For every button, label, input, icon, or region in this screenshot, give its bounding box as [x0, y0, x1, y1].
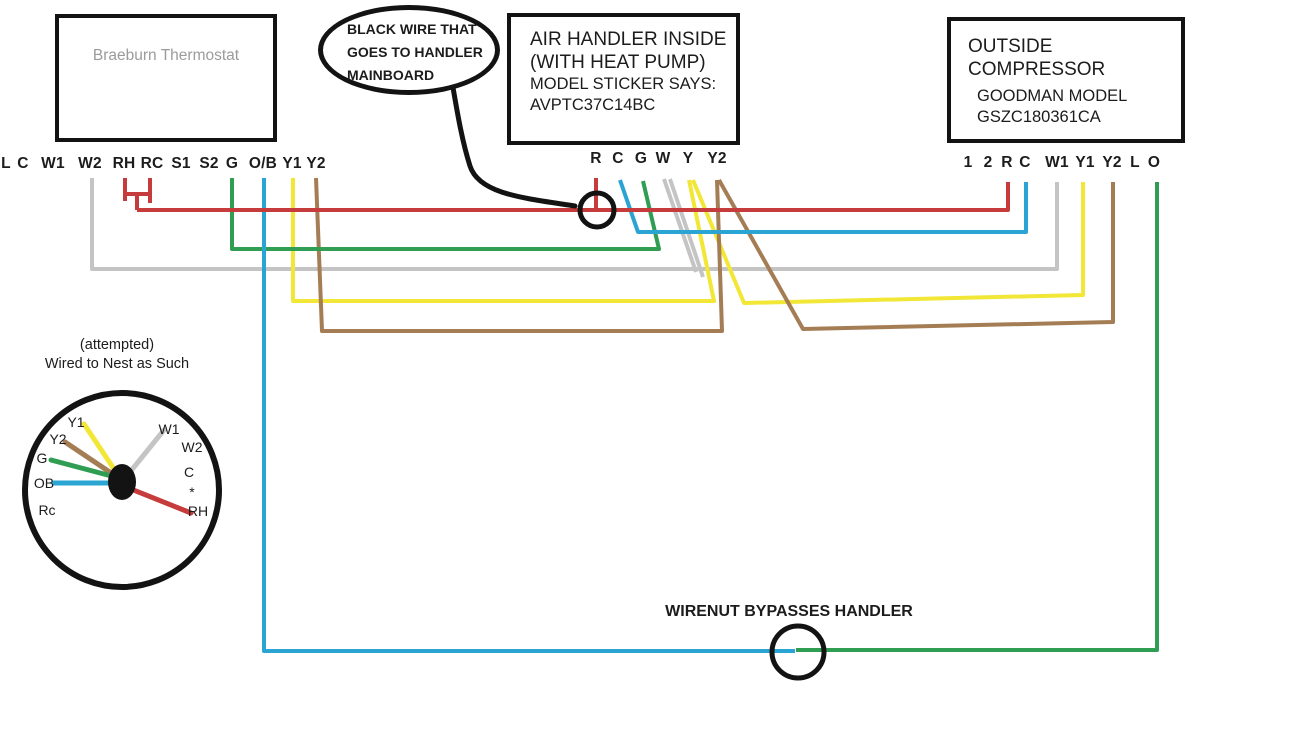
nest-label-c: C	[183, 464, 195, 480]
wire-gray-w2-to-w1	[90, 178, 1059, 271]
wire-red-thermostat-to-compressor-r	[137, 182, 1010, 212]
compressor-title: OUTSIDE COMPRESSOR	[968, 36, 1106, 80]
wire-yellow-y1-to-handler-y	[291, 178, 716, 303]
nest-wire-green-g	[48, 457, 122, 481]
nest-label-rc: Rc	[38, 502, 56, 518]
wire-brown-y2-to-handler-y2	[314, 177, 724, 333]
nest-label-star: *	[189, 484, 195, 500]
wirenut-circle	[769, 623, 827, 681]
thermostat-terminal-y1: Y1	[282, 155, 302, 172]
wire-green-wirenut-to-compressor-o	[796, 182, 1159, 652]
wire-blue-handler-c-to-compressor-c	[618, 179, 1028, 234]
nest-label-w1: W1	[158, 421, 180, 437]
wire-blue-ob-to-wirenut	[262, 178, 795, 653]
nest-label-ob: OB	[33, 475, 55, 491]
nest-label-y1: Y1	[67, 414, 85, 430]
annotation-arrow	[448, 73, 578, 209]
nest-caption-line2: Wired to Nest as Such	[44, 356, 190, 372]
handler-terminal-c: C	[612, 150, 624, 167]
nest-wire-red-rh	[123, 484, 194, 516]
thermostat-terminal-rh: RH	[112, 155, 136, 172]
compressor-terminal-y2: Y2	[1102, 154, 1122, 171]
wirenut-note: WIRENUT BYPASSES HANDLER	[665, 603, 913, 620]
compressor-sub-line2: GSZC180361CA	[977, 108, 1101, 126]
thermostat-box: Braeburn Thermostat	[55, 14, 277, 142]
nest-label-w2: W2	[181, 439, 203, 455]
nest-label-rh: RH	[187, 503, 209, 519]
thermostat-terminal-s1: S1	[171, 155, 191, 172]
air-handler-sub-line1: MODEL STICKER SAYS:	[530, 75, 717, 93]
thermostat-terminal-rc: RC	[140, 155, 164, 172]
nest-label-y2: Y2	[49, 431, 67, 447]
thermostat-terminal-c: C	[17, 155, 29, 172]
nest-thermostat-circle	[22, 390, 222, 590]
handler-terminal-r: R	[590, 150, 602, 167]
compressor-terminal-w1: W1	[1045, 154, 1069, 171]
wire-brown-handler-y2-to-compressor-y2	[717, 179, 1115, 331]
nest-label-g: G	[36, 450, 48, 466]
thermostat-terminal-l: L	[1, 155, 11, 172]
bubble-line-2: GOES TO HANDLER	[347, 44, 483, 60]
compressor-box: OUTSIDE COMPRESSOR GOODMAN MODEL GSZC180…	[947, 17, 1185, 143]
nest-caption: (attempted) Wired to Nest as Such	[45, 336, 189, 374]
air-handler-title-line2: (WITH HEAT PUMP)	[530, 52, 706, 73]
compressor-sub-line1: GOODMAN MODEL	[977, 87, 1128, 105]
nest-caption-line1: (attempted)	[79, 337, 155, 353]
thermostat-terminal-y2: Y2	[306, 155, 326, 172]
thermostat-terminal-ob: O/B	[248, 155, 278, 172]
annotation-bubble	[318, 5, 500, 95]
thermostat-terminal-s2: S2	[199, 155, 219, 172]
handler-terminal-y: Y	[682, 150, 694, 167]
compressor-terminal-1: 1	[963, 154, 973, 171]
compressor-terminal-2: 2	[983, 154, 993, 171]
nest-wire-gray-w1	[123, 427, 167, 480]
handler-terminal-w: W	[655, 150, 671, 167]
air-handler-sub-line2: AVPTC37C14BC	[530, 96, 656, 114]
annotation-bubble-text: BLACK WIRE THAT GOES TO HANDLER MAINBOAR…	[347, 18, 483, 87]
wire-gray-handler-w-stub	[662, 178, 705, 278]
thermostat-terminal-g: G	[225, 155, 239, 172]
compressor-terminal-y1: Y1	[1075, 154, 1095, 171]
wire-red-rh-rc-jumper	[123, 178, 152, 210]
bubble-line-3: MAINBOARD	[347, 67, 435, 83]
handler-terminal-g: G	[634, 150, 648, 167]
compressor-terminal-o: O	[1147, 154, 1161, 171]
handler-r-junction-circle	[577, 190, 617, 230]
thermostat-title: Braeburn Thermostat	[92, 47, 240, 64]
compressor-terminal-l: L	[1130, 154, 1140, 171]
compressor-terminal-c: C	[1019, 154, 1031, 171]
nest-hub	[108, 464, 136, 500]
bubble-line-1: BLACK WIRE THAT	[347, 21, 477, 37]
wire-green-g-to-handler-g	[230, 178, 661, 251]
handler-terminal-y2: Y2	[707, 150, 727, 167]
air-handler-box: AIR HANDLER INSIDE (WITH HEAT PUMP) MODE…	[507, 13, 740, 145]
compressor-terminal-r: R	[1001, 154, 1013, 171]
air-handler-title-line1: AIR HANDLER INSIDE	[530, 29, 727, 50]
thermostat-terminal-w2: W2	[78, 155, 102, 172]
thermostat-terminal-w1: W1	[41, 155, 65, 172]
